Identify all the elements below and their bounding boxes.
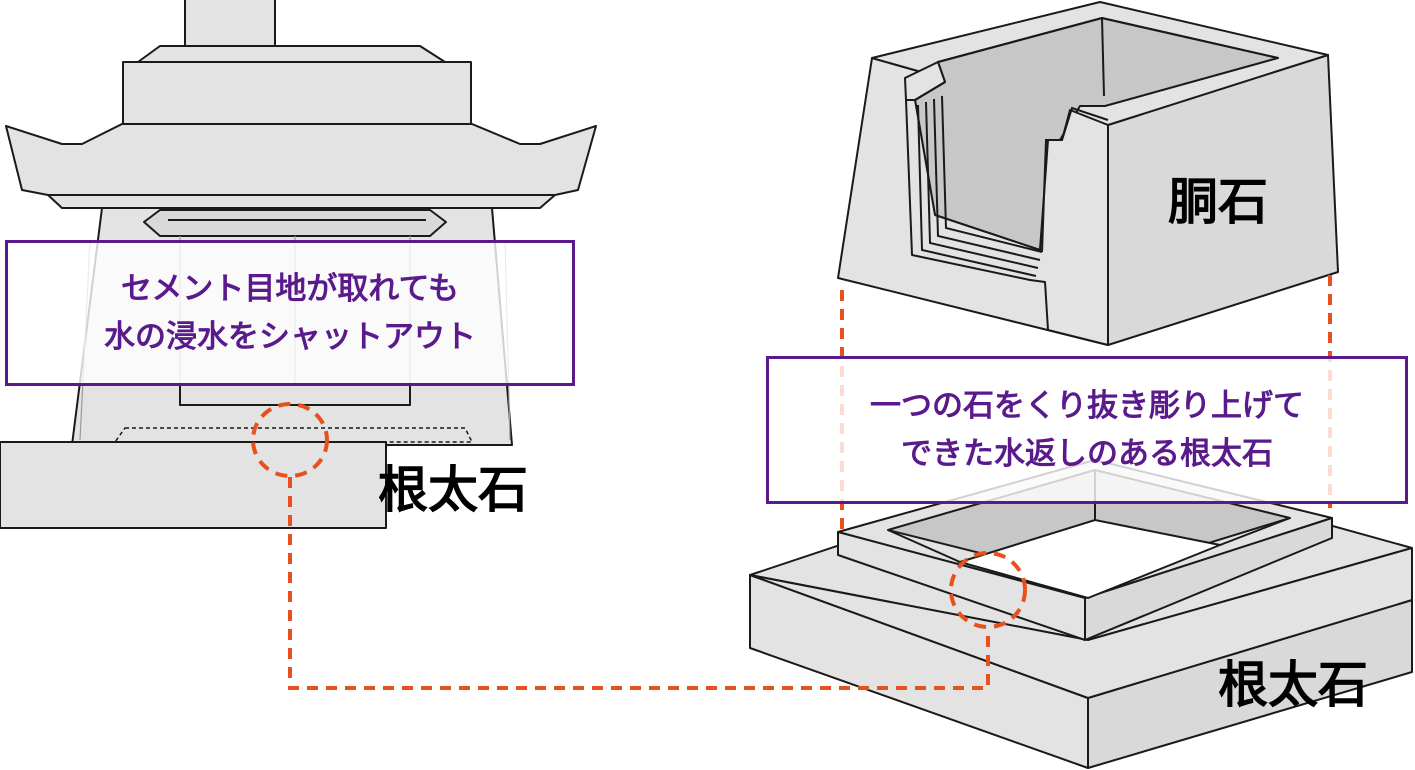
label-neta-ishi-right: 根太石: [1218, 656, 1368, 714]
neta-ishi-stone: [749, 459, 1413, 769]
callout-left-line1: セメント目地が取れても: [121, 271, 459, 307]
label-dou-ishi: 胴石: [1168, 173, 1268, 231]
connector-line: [288, 477, 990, 690]
highlight-ring-right: [949, 551, 1027, 629]
callout-left-line2: 水の浸水をシャットアウト: [104, 319, 476, 355]
dou-ishi-stone: [837, 1, 1339, 346]
callout-right-line1: 一つの石をくり抜き彫り上げて: [870, 388, 1304, 424]
callout-cement-joint: セメント目地が取れても 水の浸水をシャットアウト: [5, 240, 575, 386]
highlight-ring-left: [251, 402, 329, 478]
label-neta-ishi-left: 根太石: [378, 461, 528, 519]
callout-right-line2: できた水返しのある根太石: [901, 436, 1273, 472]
callout-carved-base: 一つの石をくり抜き彫り上げて できた水返しのある根太石: [766, 356, 1408, 504]
